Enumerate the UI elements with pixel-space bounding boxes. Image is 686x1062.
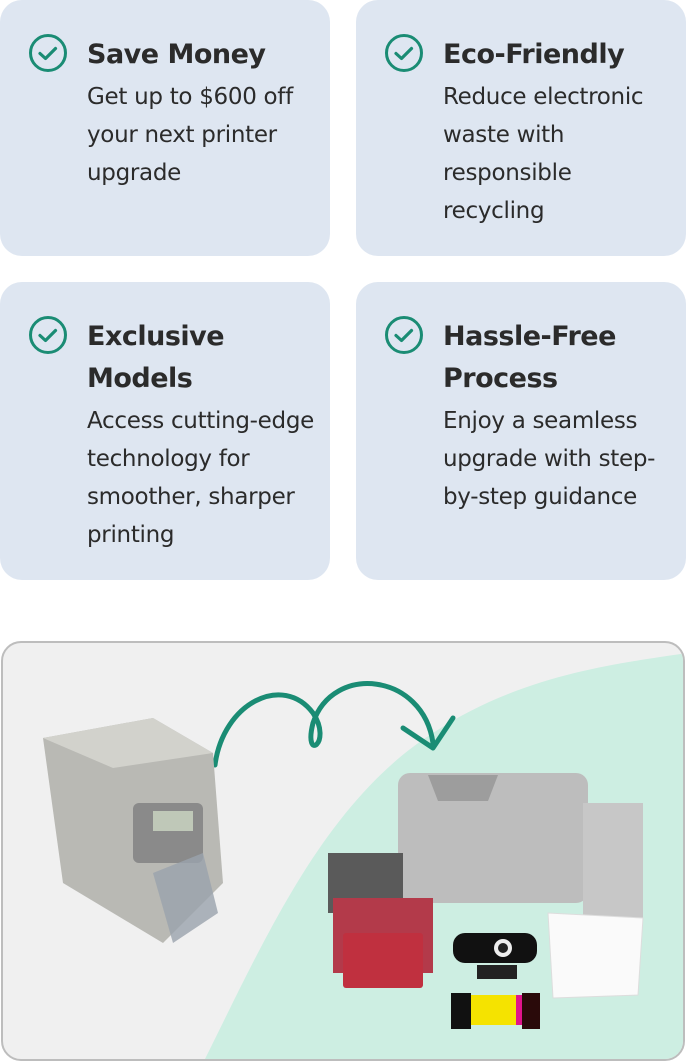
ribbon-image <box>451 993 540 1029</box>
benefit-title: Save Money <box>87 39 266 70</box>
benefit-title: Hassle-Free Process <box>443 321 616 394</box>
check-circle-icon <box>385 34 423 72</box>
benefit-description: Get up to $600 off your next printer upg… <box>87 84 293 186</box>
benefit-title: Exclusive Models <box>87 321 225 394</box>
check-circle-icon <box>29 34 67 72</box>
check-circle-icon <box>29 316 67 354</box>
benefit-title: Eco-Friendly <box>443 39 625 70</box>
arrow-curve-icon <box>212 681 436 768</box>
software-card-image <box>333 898 433 988</box>
printer-upgrade-illustration <box>1 641 685 1061</box>
benefit-description: Enjoy a seamless upgrade with step-by-st… <box>443 408 656 510</box>
old-printer-image <box>43 718 223 943</box>
webcam-image <box>453 933 537 979</box>
benefit-description: Access cutting-edge technology for smoot… <box>87 408 314 548</box>
check-circle-icon <box>385 316 423 354</box>
blank-cards-image <box>547 912 644 999</box>
arrow-head-icon <box>400 715 456 751</box>
benefit-description: Reduce electronic waste with responsible… <box>443 84 644 224</box>
illustration-svg <box>43 653 683 1059</box>
